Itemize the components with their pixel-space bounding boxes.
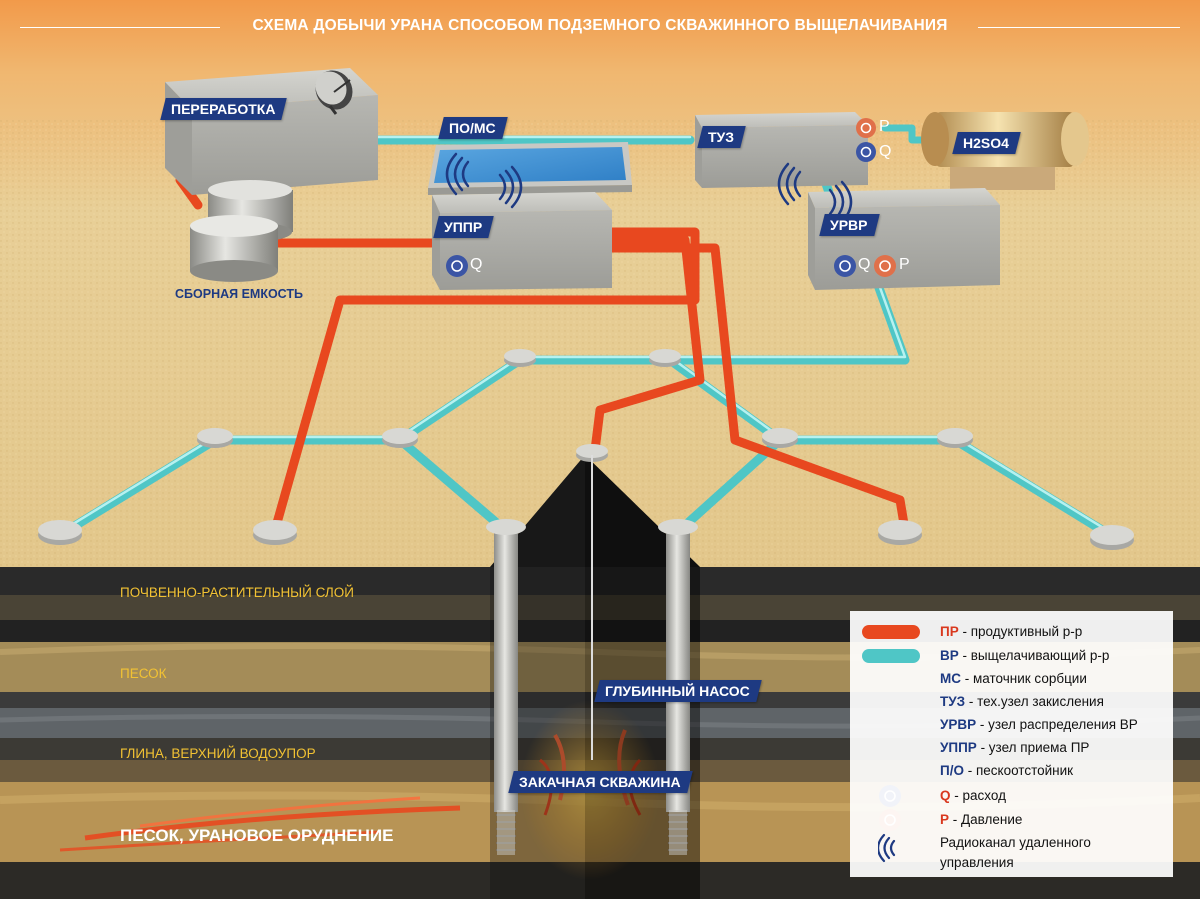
- satellite-dish-icon: [315, 70, 353, 115]
- productive-pipes: [175, 175, 910, 535]
- tuz-pressure-label: P: [879, 118, 890, 135]
- tag-tuz: ТУЗ: [697, 126, 746, 148]
- tag-pump: ГЛУБИННЫЙ НАСОС: [594, 680, 762, 702]
- legend-swatch-productive: [862, 625, 920, 639]
- legend-item: П/О - пескоотстойник: [940, 763, 1074, 778]
- wellheads: [38, 349, 1134, 550]
- tag-pomc: ПО/МС: [438, 117, 508, 139]
- layer-soil-label: ПОЧВЕННО-РАСТИТЕЛЬНЫЙ СЛОЙ: [120, 585, 354, 600]
- layer-ore-label: ПЕСОК, УРАНОВОЕ ОРУДНЕНИЕ: [120, 826, 394, 845]
- legend-radio-wave-icon: [878, 833, 896, 863]
- legend-item: МС - маточник сорбции: [940, 671, 1087, 686]
- legend: ПР - продуктивный р-р ВР - выщелачивающи…: [850, 611, 1173, 877]
- legend-radio-line2: управления: [940, 855, 1014, 870]
- legend-item: ВР - выщелачивающий р-р: [940, 648, 1110, 663]
- tuz-flow-label: Q: [879, 143, 892, 160]
- title-rule-right: [978, 27, 1180, 28]
- legend-item: ПР - продуктивный р-р: [940, 624, 1083, 639]
- tag-h2so4: H2SO4: [952, 132, 1021, 154]
- tuz-building: [695, 112, 868, 188]
- tag-urvr: УРВР: [819, 214, 880, 236]
- title-rule-left: [20, 27, 220, 28]
- diagram-title: СХЕМА ДОБЫЧИ УРАНА СПОСОБОМ ПОДЗЕМНОГО С…: [252, 17, 948, 34]
- well-casings: [486, 455, 698, 855]
- uppr-flow-label: Q: [470, 256, 483, 273]
- legend-item: УРВР - узел распределения ВР: [940, 717, 1138, 732]
- legend-item-flow: Q - расход: [940, 788, 1006, 803]
- legend-swatch-leaching: [862, 649, 920, 663]
- tag-injection-well: ЗАКАЧНАЯ СКВАЖИНА: [508, 771, 693, 793]
- processing-building: [165, 68, 378, 195]
- urvr-pressure-label: P: [899, 256, 910, 273]
- collection-tanks: [190, 180, 293, 282]
- legend-radio-line1: Радиоканал удаленного: [940, 835, 1091, 850]
- tag-uppr: УППР: [433, 216, 494, 238]
- layer-clay-label: ГЛИНА, ВЕРХНИЙ ВОДОУПОР: [120, 746, 316, 761]
- legend-item: УППР - узел приема ПР: [940, 740, 1090, 755]
- legend-item: ТУЗ - тех.узел закисления: [940, 694, 1104, 709]
- legend-item-pressure: P - Давление: [940, 812, 1023, 827]
- pomc-pond: [428, 142, 632, 195]
- urvr-building: [808, 188, 1000, 290]
- label-collection-tank: СБОРНАЯ ЕМКОСТЬ: [175, 287, 304, 301]
- layer-sand-label: ПЕСОК: [120, 666, 167, 681]
- tag-processing: ПЕРЕРАБОТКА: [160, 98, 288, 120]
- urvr-flow-label: Q: [858, 256, 871, 273]
